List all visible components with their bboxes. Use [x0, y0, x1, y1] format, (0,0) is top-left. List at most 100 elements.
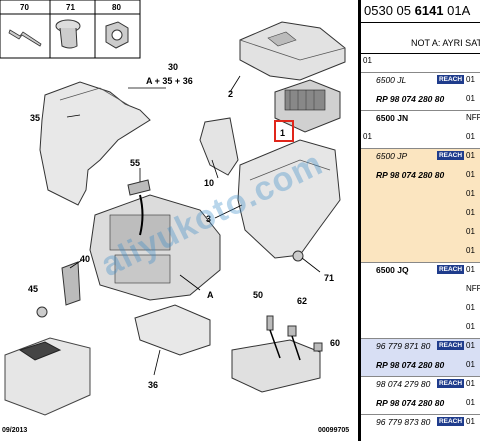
parts-row[interactable]: 01 — [361, 227, 480, 246]
battery-shape — [4, 337, 91, 416]
parts-row[interactable]: RP 98 074 280 80 01 — [361, 94, 480, 113]
quantity-code: 01 — [466, 265, 475, 274]
row-highlight-band — [361, 206, 480, 225]
part-reference: 6500 JL — [376, 75, 407, 85]
parts-row[interactable]: 01 01 — [361, 132, 480, 151]
parts-row[interactable]: 01 — [361, 208, 480, 227]
quantity-code: 01 — [466, 322, 475, 331]
part-reference: 96 779 873 80 — [376, 417, 431, 427]
label-35: 35 — [30, 113, 40, 123]
quantity-code: 01 — [466, 94, 475, 103]
fuse-cluster-shape — [231, 315, 323, 393]
reach-badge: REACH — [437, 379, 464, 388]
reach-badge: REACH — [437, 151, 464, 160]
row-separator — [361, 148, 480, 149]
ref-suffix: 01A — [443, 3, 471, 18]
quantity-code: 01 — [466, 398, 475, 407]
label-71b: 71 — [324, 273, 334, 283]
quantity-code: 01 — [466, 303, 475, 312]
row-index: 01 — [363, 132, 372, 141]
part-reference: 6500 JQ — [376, 265, 409, 275]
row-separator — [361, 338, 480, 339]
nut-45-shape — [36, 306, 48, 318]
label-30: 30 — [168, 62, 178, 72]
row-separator — [361, 72, 480, 73]
label-50: 50 — [253, 290, 263, 300]
label-2: 2 — [228, 89, 233, 99]
label-45: 45 — [28, 284, 38, 294]
quantity-code: 01 — [466, 246, 475, 255]
quantity-code: NFP — [466, 284, 480, 293]
row-highlight-band — [361, 168, 480, 187]
quantity-code: 01 — [466, 341, 475, 350]
reference-number: 0530 05 6141 01A — [364, 3, 470, 18]
fuse-box-1-shape — [274, 79, 341, 133]
part-reference: RP 98 074 280 80 — [376, 94, 445, 104]
quantity-code: 01 — [466, 379, 475, 388]
reach-badge: REACH — [437, 265, 464, 274]
tray-36-shape — [134, 304, 211, 356]
lid-2-shape — [239, 21, 346, 81]
housing-3-shape — [237, 139, 341, 259]
note-rule — [361, 53, 480, 54]
label-40: 40 — [80, 254, 90, 264]
footer-code: 00099705 — [318, 427, 350, 434]
ref-prefix: 0530 05 — [364, 3, 415, 18]
row-separator — [361, 262, 480, 263]
label-a35-36: A + 35 + 36 — [146, 76, 193, 86]
label-71a: 71 — [66, 3, 75, 12]
part-reference: RP 98 074 280 80 — [376, 170, 445, 180]
parts-row[interactable]: 01 — [361, 189, 480, 208]
label-55: 55 — [130, 158, 140, 168]
parts-row[interactable]: NFP — [361, 284, 480, 303]
label-36: 36 — [148, 380, 158, 390]
row-separator — [361, 110, 480, 111]
part-reference: RP 98 074 280 80 — [376, 398, 445, 408]
quantity-code: 01 — [466, 132, 475, 141]
diagram-svg: 70 71 80 30 A + 35 + 36 2 35 1 55 10 3 4… — [0, 0, 346, 416]
highlight-box[interactable] — [274, 120, 294, 142]
note-text: NOT A: AYRI SAT — [411, 38, 480, 48]
part-reference: RP 98 074 280 80 — [376, 360, 445, 370]
quantity-code: 01 — [466, 208, 475, 217]
parts-row[interactable]: 01 — [361, 322, 480, 341]
part-reference: 6500 JN — [376, 113, 409, 123]
reach-badge: REACH — [437, 417, 464, 426]
label-62: 62 — [297, 296, 307, 306]
plug-71-icon — [55, 19, 81, 49]
row-separator — [361, 376, 480, 377]
label-80: 80 — [112, 3, 121, 12]
parts-row[interactable]: 01 — [361, 303, 480, 322]
row-highlight-band — [361, 244, 480, 263]
part-reference: 96 779 871 80 — [376, 341, 431, 351]
screw-70-icon — [8, 29, 42, 47]
header-rule — [361, 22, 480, 23]
bracket-35-shape — [39, 81, 151, 206]
quantity-code: 01 — [466, 189, 475, 198]
quantity-code: 01 — [466, 75, 475, 84]
parts-row[interactable]: RP 98 074 280 80 01 — [361, 398, 480, 417]
exploded-parts-diagram: 70 71 80 30 A + 35 + 36 2 35 1 55 10 3 4… — [0, 0, 350, 434]
row-highlight-band — [361, 225, 480, 244]
label-1: 1 — [280, 128, 285, 138]
label-a: A — [207, 290, 214, 300]
quantity-code: 01 — [466, 151, 475, 160]
parts-row[interactable]: 01 — [361, 56, 480, 75]
reach-badge: REACH — [437, 341, 464, 350]
label-3: 3 — [206, 214, 211, 224]
parts-row[interactable]: 01 — [361, 246, 480, 265]
row-index: 01 — [363, 56, 372, 65]
footer-date: 09/2013 — [2, 427, 28, 434]
ref-bold: 6141 — [414, 3, 444, 18]
part-reference: 6500 JP — [376, 151, 408, 161]
